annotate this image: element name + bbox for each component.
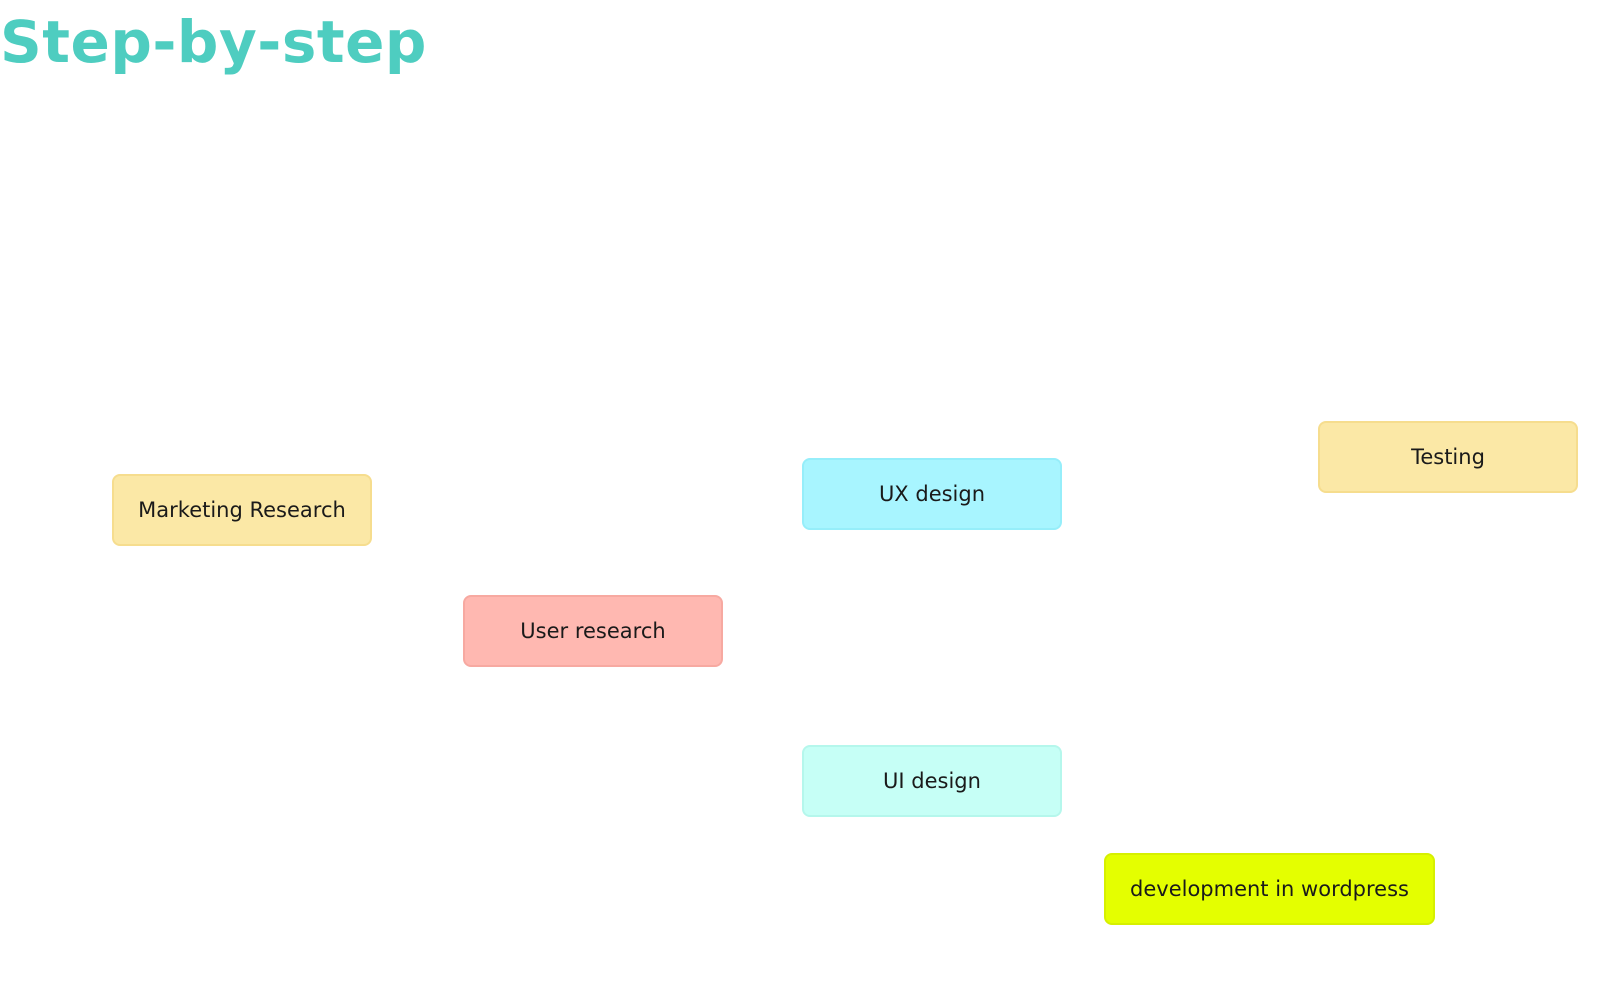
sticky-note-development-in-wordpress[interactable]: development in wordpress [1104,853,1435,925]
sticky-note-label: Testing [1411,445,1485,469]
sticky-note-marketing-research[interactable]: Marketing Research [112,474,372,546]
sticky-note-user-research[interactable]: User research [463,595,723,667]
sticky-note-ux-design[interactable]: UX design [802,458,1062,530]
sticky-note-ui-design[interactable]: UI design [802,745,1062,817]
sticky-note-label: User research [520,619,666,643]
sticky-note-label: Marketing Research [138,498,346,522]
sticky-note-label: development in wordpress [1130,877,1409,901]
sticky-note-label: UI design [883,769,981,793]
sticky-note-testing[interactable]: Testing [1318,421,1578,493]
board-title: Step-by-step [0,8,427,76]
sticky-note-label: UX design [878,482,986,506]
